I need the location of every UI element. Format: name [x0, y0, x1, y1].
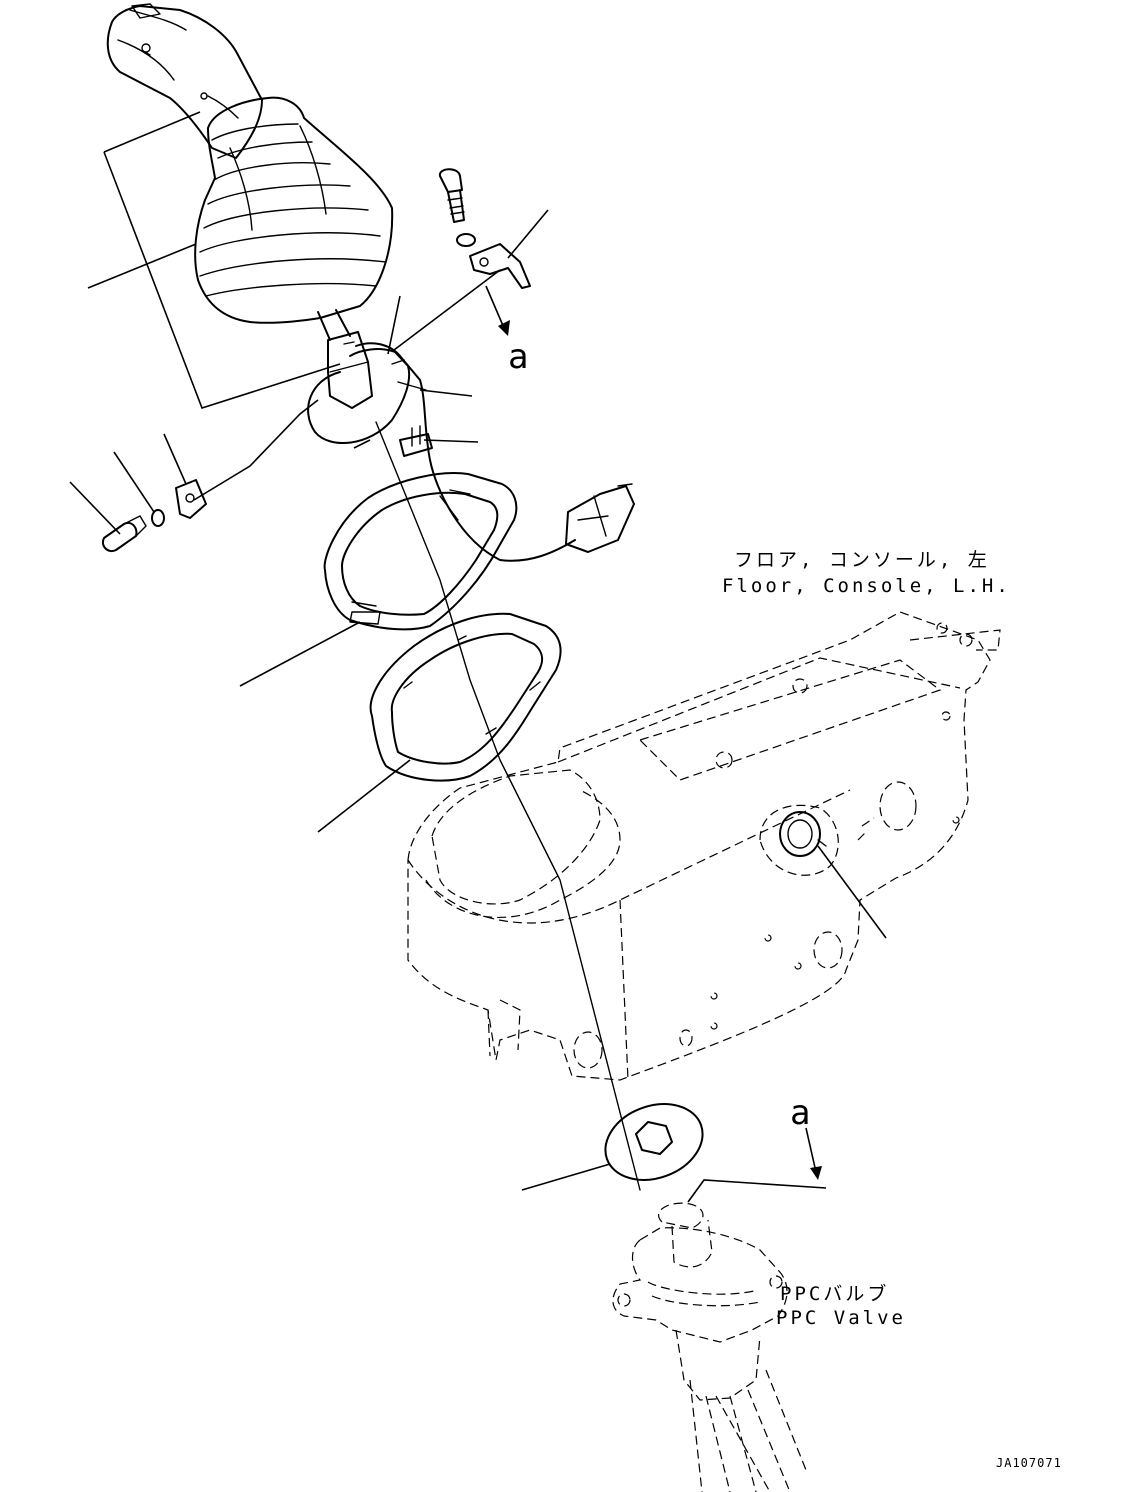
valve-label-jp: PPCバルブ: [780, 1283, 890, 1305]
washer-plate: [604, 1103, 704, 1181]
ppc-valve: [612, 1202, 807, 1492]
leader-lines: [69, 111, 887, 1203]
view-arrow-bottom: [805, 1127, 822, 1180]
assembly-axis: [375, 421, 641, 1191]
console-body: [407, 611, 1001, 1081]
lever-grip: [106, 3, 263, 159]
valve-label-en: PPC Valve: [776, 1307, 906, 1329]
drawing-code: JA107071: [996, 1456, 1062, 1470]
upper-bracket: [438, 168, 531, 289]
view-mark-top: a: [508, 337, 529, 377]
wire-harness: [307, 342, 635, 562]
lever-boot: [194, 96, 394, 324]
view-mark-bottom: a: [790, 1093, 811, 1133]
left-fasteners: [102, 479, 207, 552]
console-gasket: [369, 612, 562, 782]
lever-shaft: [317, 309, 373, 409]
console-plug: [779, 811, 827, 857]
console-bezel: [323, 472, 518, 631]
view-arrow-top: [485, 285, 510, 336]
console-label-jp: フロア, コンソール, 左: [734, 549, 990, 571]
console-label-en: Floor, Console, L.H.: [722, 575, 1011, 597]
